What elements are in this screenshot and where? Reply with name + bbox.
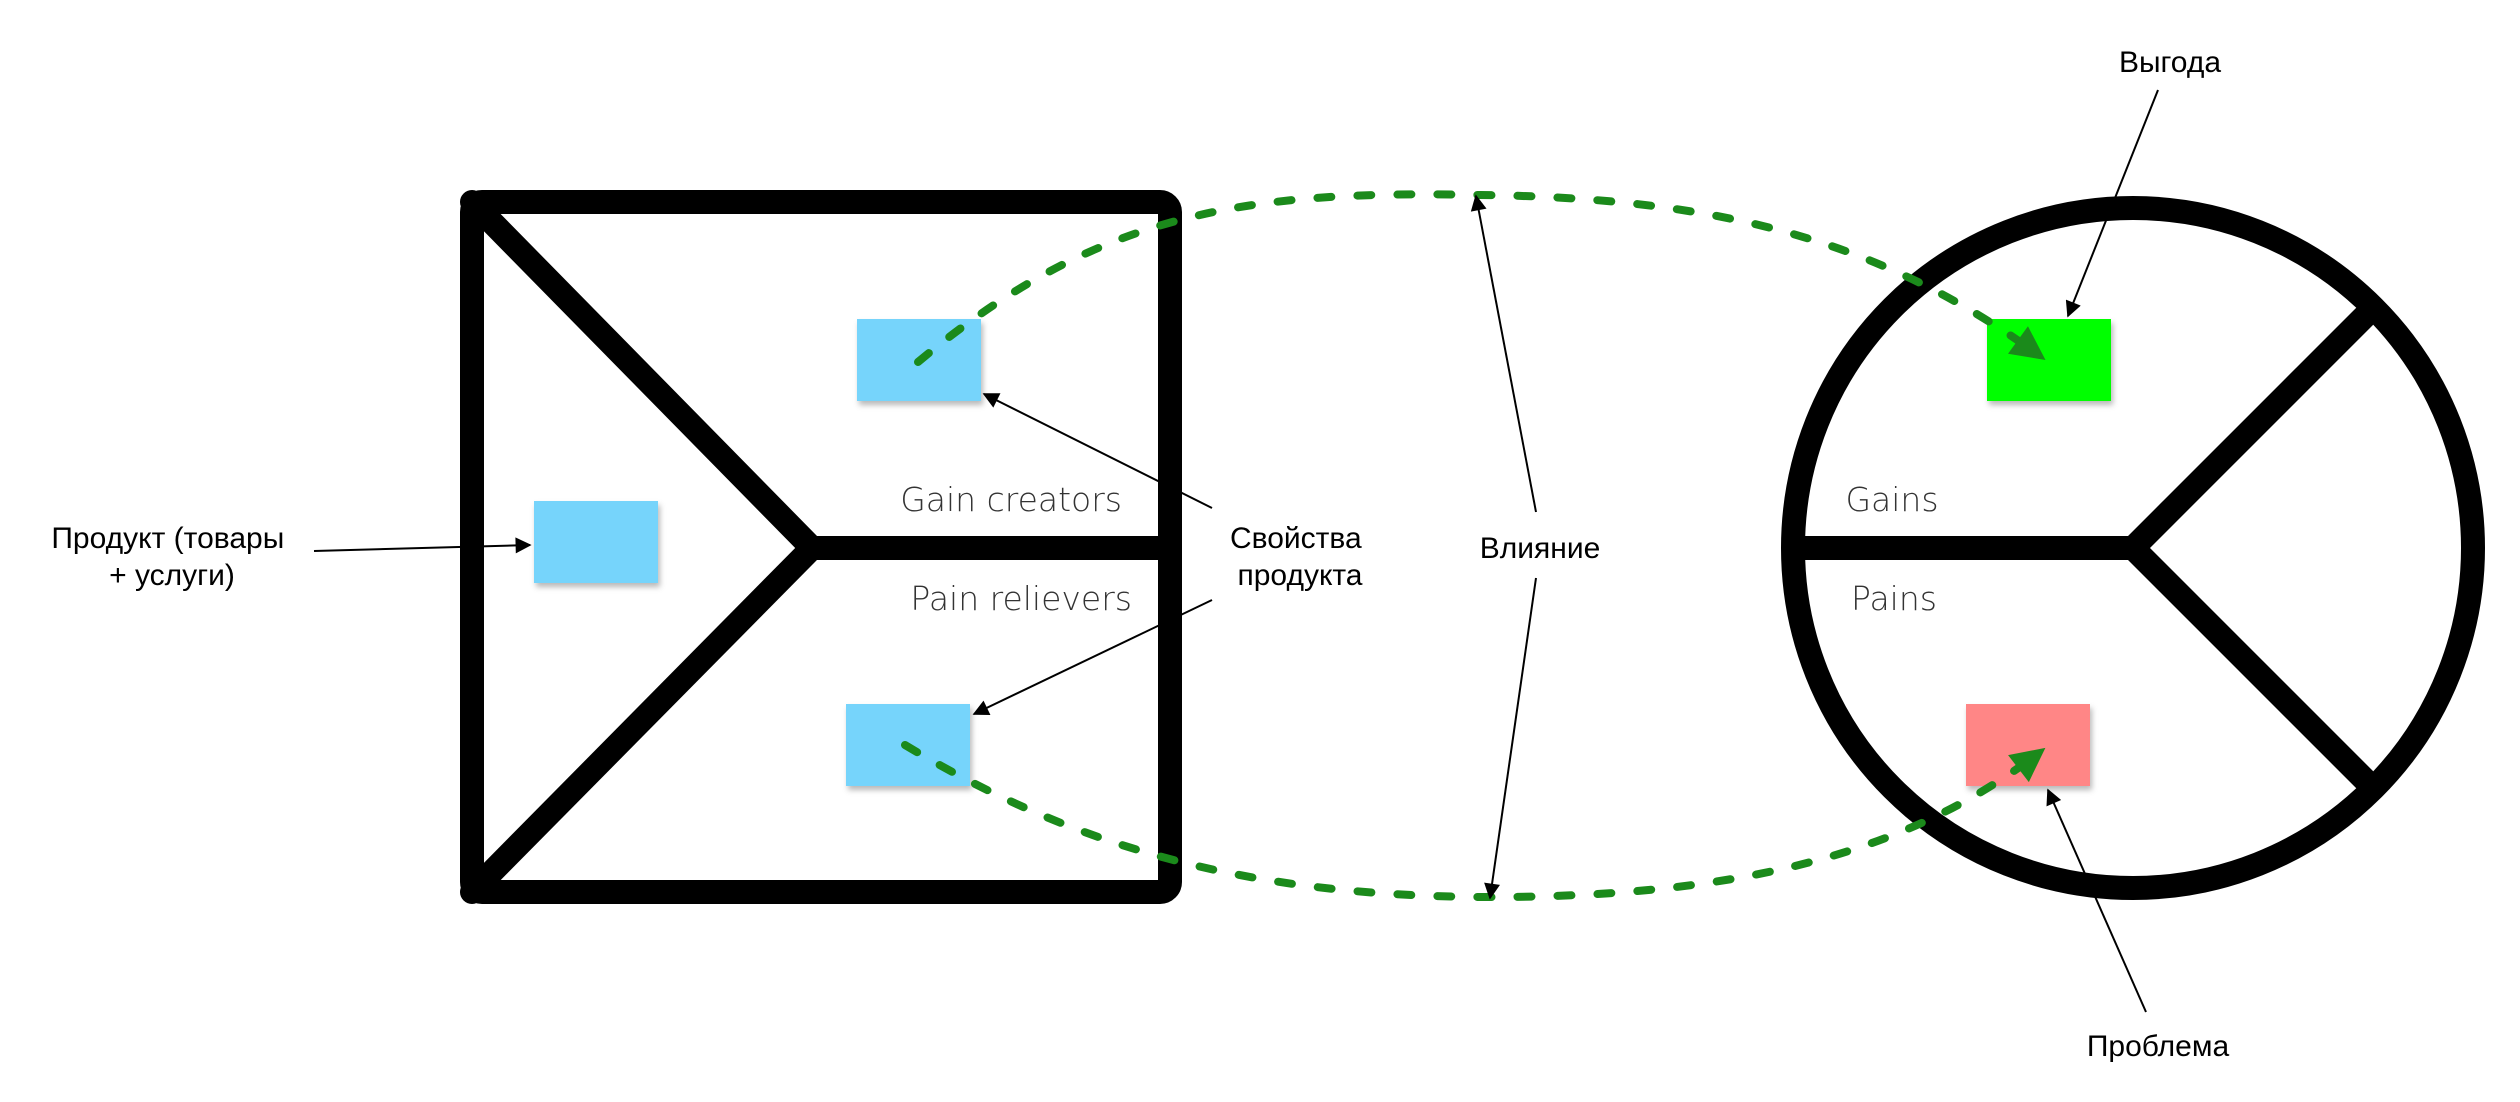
product-sticky (534, 501, 658, 583)
gain-creator-arrow (982, 393, 1213, 509)
problem-arrow (2046, 788, 2147, 1013)
gain-sticky (1987, 319, 2111, 401)
customer-profile-upper-spoke (2121, 296, 2385, 560)
pain-fit-connector (901, 741, 2046, 902)
pain-relievers-label: Pain relievers (910, 579, 1132, 618)
product-arrow (313, 537, 532, 554)
gains-label: Gains (1845, 480, 1938, 519)
benefit-arrow (2065, 89, 2159, 318)
customer-profile-lower-spoke (2121, 536, 2385, 800)
influence-label: Влияние (1480, 532, 1601, 565)
influence-down-arrow (1484, 577, 1537, 900)
benefit-label: Выгода (2119, 46, 2221, 79)
gain-creators-label: Gain creators (900, 480, 1122, 519)
product-properties-label: Свойства продукта (1230, 522, 1370, 592)
pain-sticky (1966, 704, 2090, 786)
customer-profile-circle (1781, 196, 2485, 900)
value-map-bottom-diagonal (460, 536, 824, 904)
product-label: Продукт (товары + услуги) (51, 522, 292, 592)
pains-label: Pains (1851, 579, 1937, 618)
problem-label: Проблема (2087, 1030, 2230, 1063)
value-map-top-diagonal (460, 190, 824, 560)
pain-reliever-arrow (972, 599, 1213, 715)
influence-up-arrow (1470, 194, 1537, 513)
